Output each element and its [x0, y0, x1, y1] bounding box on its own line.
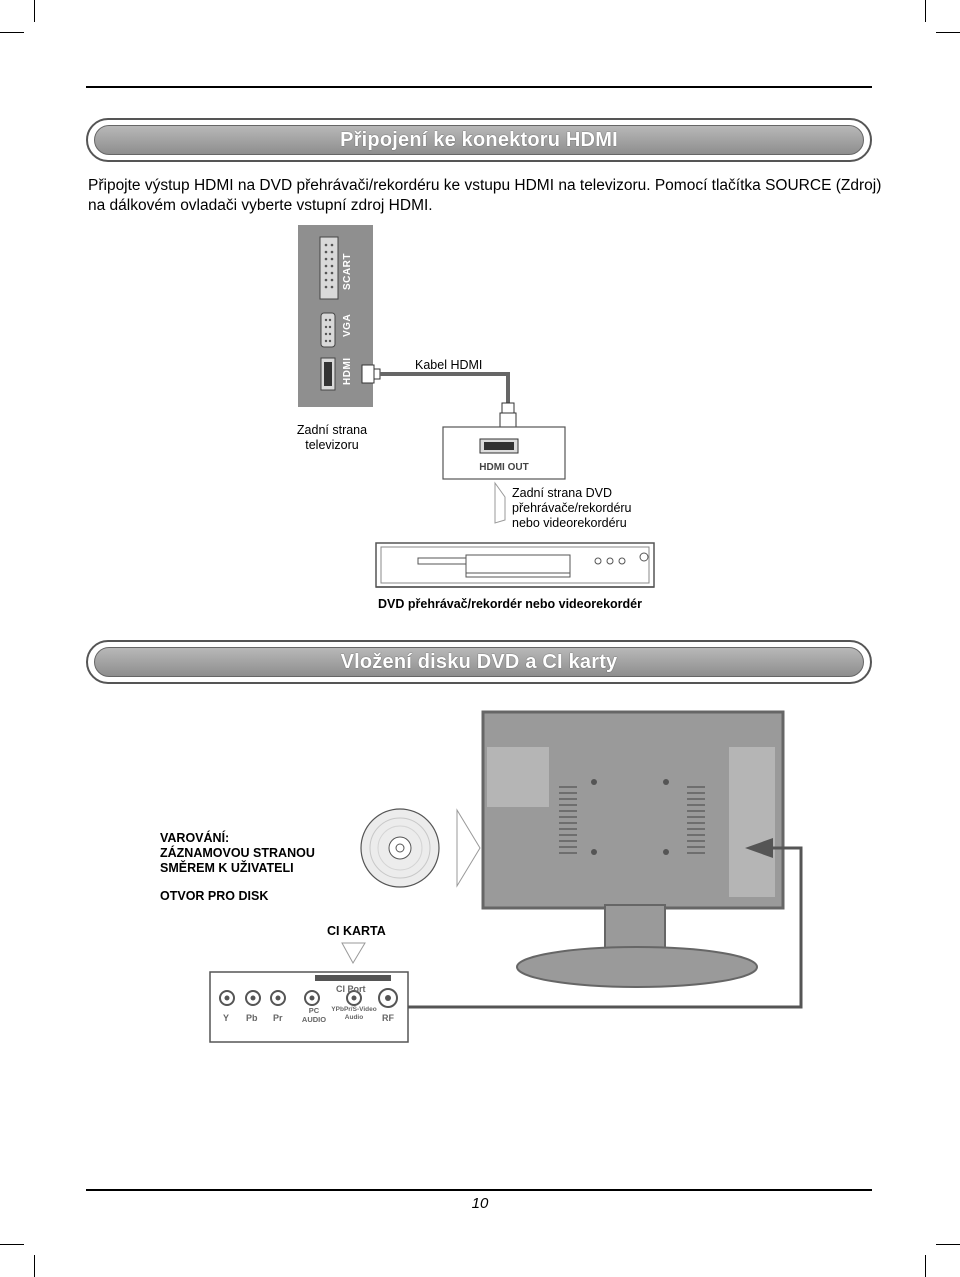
disc-icon	[360, 808, 440, 888]
dvd-caption: DVD přehrávač/rekordér nebo videorekordé…	[378, 597, 642, 611]
section-header-hdmi: Připojení ke konektoru HDMI	[86, 118, 872, 162]
section-title: Vložení disku DVD a CI karty	[340, 650, 618, 673]
cable-label: Kabel HDMI	[415, 358, 483, 372]
port-label-vga: VGA	[342, 313, 353, 337]
page-number: 10	[471, 1195, 489, 1212]
crop-mark	[925, 0, 926, 22]
callout-pointer	[494, 481, 506, 524]
section-header-ci: Vložení disku DVD a CI karty	[86, 640, 872, 684]
jack-label-pc-audio: PC AUDIO	[301, 1006, 327, 1024]
port-label-scart: SCART	[342, 253, 353, 290]
crop-mark	[34, 1255, 35, 1277]
jack-label-rf: RF	[382, 1013, 394, 1023]
tv-rear-diagram	[209, 710, 803, 1043]
crop-mark	[34, 0, 35, 22]
vga-port-icon	[320, 312, 336, 348]
header-rule	[86, 86, 872, 88]
disc-slot-label: OTVOR PRO DISK	[160, 889, 269, 903]
jack-label-pb: Pb	[246, 1013, 258, 1023]
side-jacks	[219, 988, 398, 1008]
scart-port-icon	[319, 236, 339, 300]
ci-port-label: CI Port	[336, 984, 366, 994]
hdmi-plug-icon	[501, 402, 515, 414]
jack-label-pr: Pr	[273, 1013, 283, 1023]
warning-label: VAROVÁNÍ: ZÁZNAMOVOU STRANOU SMĚREM K UŽ…	[160, 831, 315, 875]
crop-mark	[936, 32, 960, 33]
dvd-back-label: Zadní strana DVD přehrávače/rekordéru ne…	[512, 486, 632, 530]
side-panel	[209, 971, 409, 1043]
port-label-hdmi: HDMI	[342, 357, 353, 385]
jack-label-ypbpr: YPbPr/S-Video Audio	[331, 1006, 377, 1021]
tv-back-label: Zadní strana televizoru	[296, 423, 368, 452]
dvd-player-icon	[375, 542, 655, 588]
connection-arrow	[408, 846, 803, 1009]
intro-line: Připojte výstup HDMI na DVD přehrávači/r…	[88, 177, 882, 194]
intro-line: na dálkovém ovladači vyberte vstupní zdr…	[88, 197, 433, 214]
crop-mark	[0, 32, 24, 33]
section-title: Připojení ke konektoru HDMI	[340, 128, 618, 151]
hdmi-out-label: HDMI OUT	[479, 462, 529, 473]
tv-stand-neck	[604, 904, 666, 954]
crop-mark	[0, 1244, 24, 1245]
crop-mark	[925, 1255, 926, 1277]
hdmi-connection-diagram	[298, 225, 655, 588]
tv-stand-base	[516, 946, 758, 988]
insert-arrow-icon	[456, 808, 481, 888]
ci-card-pointer	[341, 942, 366, 965]
hdmi-plug-icon	[361, 364, 375, 384]
jack-label-y: Y	[223, 1013, 230, 1023]
hdmi-cable	[380, 372, 510, 403]
crop-mark	[936, 1244, 960, 1245]
intro-paragraph: Připojte výstup HDMI na DVD přehrávači/r…	[88, 176, 888, 216]
ci-card-label: CI KARTA	[327, 924, 386, 938]
footer-rule	[86, 1189, 872, 1191]
